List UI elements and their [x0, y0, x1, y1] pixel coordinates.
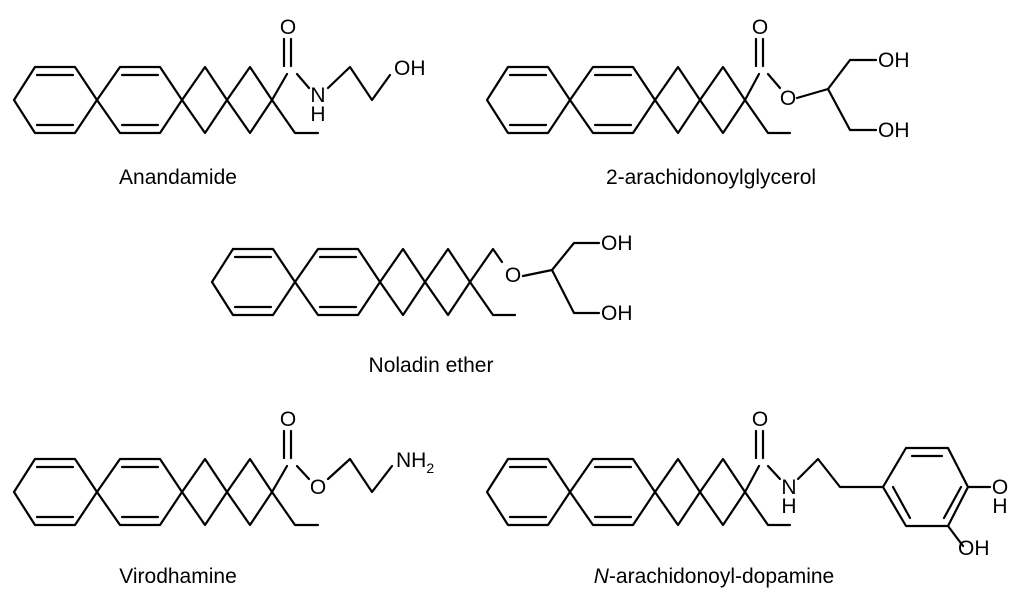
virodhamine-amine-nh: NH [396, 449, 426, 472]
noladin-ether-oxygen: O [505, 264, 521, 287]
caption-noladin-ether: Noladin ether [369, 354, 494, 377]
nada-carbonyl-oxygen: O [752, 408, 768, 431]
2ag-skeleton [485, 37, 878, 135]
caption-nada-prefix: N [594, 565, 610, 588]
nada-hydroxyl-bottom: OH [958, 537, 990, 560]
caption-nada-rest: -arachidonoyl-dopamine [609, 565, 834, 588]
anandamide-skeleton [12, 37, 392, 135]
anandamide-carbonyl-oxygen: O [280, 16, 296, 39]
noladin-hydroxyl-bottom: OH [601, 302, 633, 325]
caption-n-arachidonoyl-dopamine: N-arachidonoyl-dopamine [594, 565, 834, 588]
nada-hydroxyl-top-oxygen: O [992, 476, 1008, 499]
2ag-ester-oxygen: O [780, 87, 796, 110]
virodhamine-ester-oxygen: O [310, 476, 326, 499]
virodhamine-carbonyl-oxygen: O [280, 408, 296, 431]
anandamide-amide-hydrogen: H [310, 103, 325, 126]
caption-virodhamine: Virodhamine [119, 565, 237, 588]
nada-amide-hydrogen: H [781, 495, 796, 518]
molecule-virodhamine: O O NH2 Virodhamine [12, 408, 434, 588]
anandamide-hydroxyl: OH [394, 57, 426, 80]
virodhamine-amine-subscript: 2 [426, 460, 434, 476]
nada-amide-nitrogen: N [781, 476, 796, 499]
nada-hydroxyl-top-hydrogen: H [992, 495, 1007, 518]
noladin-hydroxyl-top: OH [601, 232, 633, 255]
virodhamine-skeleton [12, 429, 394, 527]
noladin-skeleton [210, 241, 601, 317]
2ag-hydroxyl-bottom: OH [878, 119, 910, 142]
caption-2-arachidonoylglycerol: 2-arachidonoylglycerol [606, 166, 816, 189]
molecule-anandamide: O N H OH Anandamide [12, 16, 426, 189]
molecule-noladin-ether: O OH OH Noladin ether [210, 232, 633, 377]
molecule-n-arachidonoyl-dopamine: O N H O H OH N-arachidonoyl-dopamine [485, 408, 1008, 588]
2ag-hydroxyl-top: OH [878, 49, 910, 72]
caption-anandamide: Anandamide [119, 166, 237, 189]
molecule-2-arachidonoylglycerol: O O OH OH 2-arachidonoylglycerol [485, 16, 910, 189]
nada-skeleton [485, 429, 992, 548]
2ag-carbonyl-oxygen: O [752, 16, 768, 39]
anandamide-amide-nitrogen: N [310, 84, 325, 107]
virodhamine-amine: NH2 [396, 449, 434, 476]
